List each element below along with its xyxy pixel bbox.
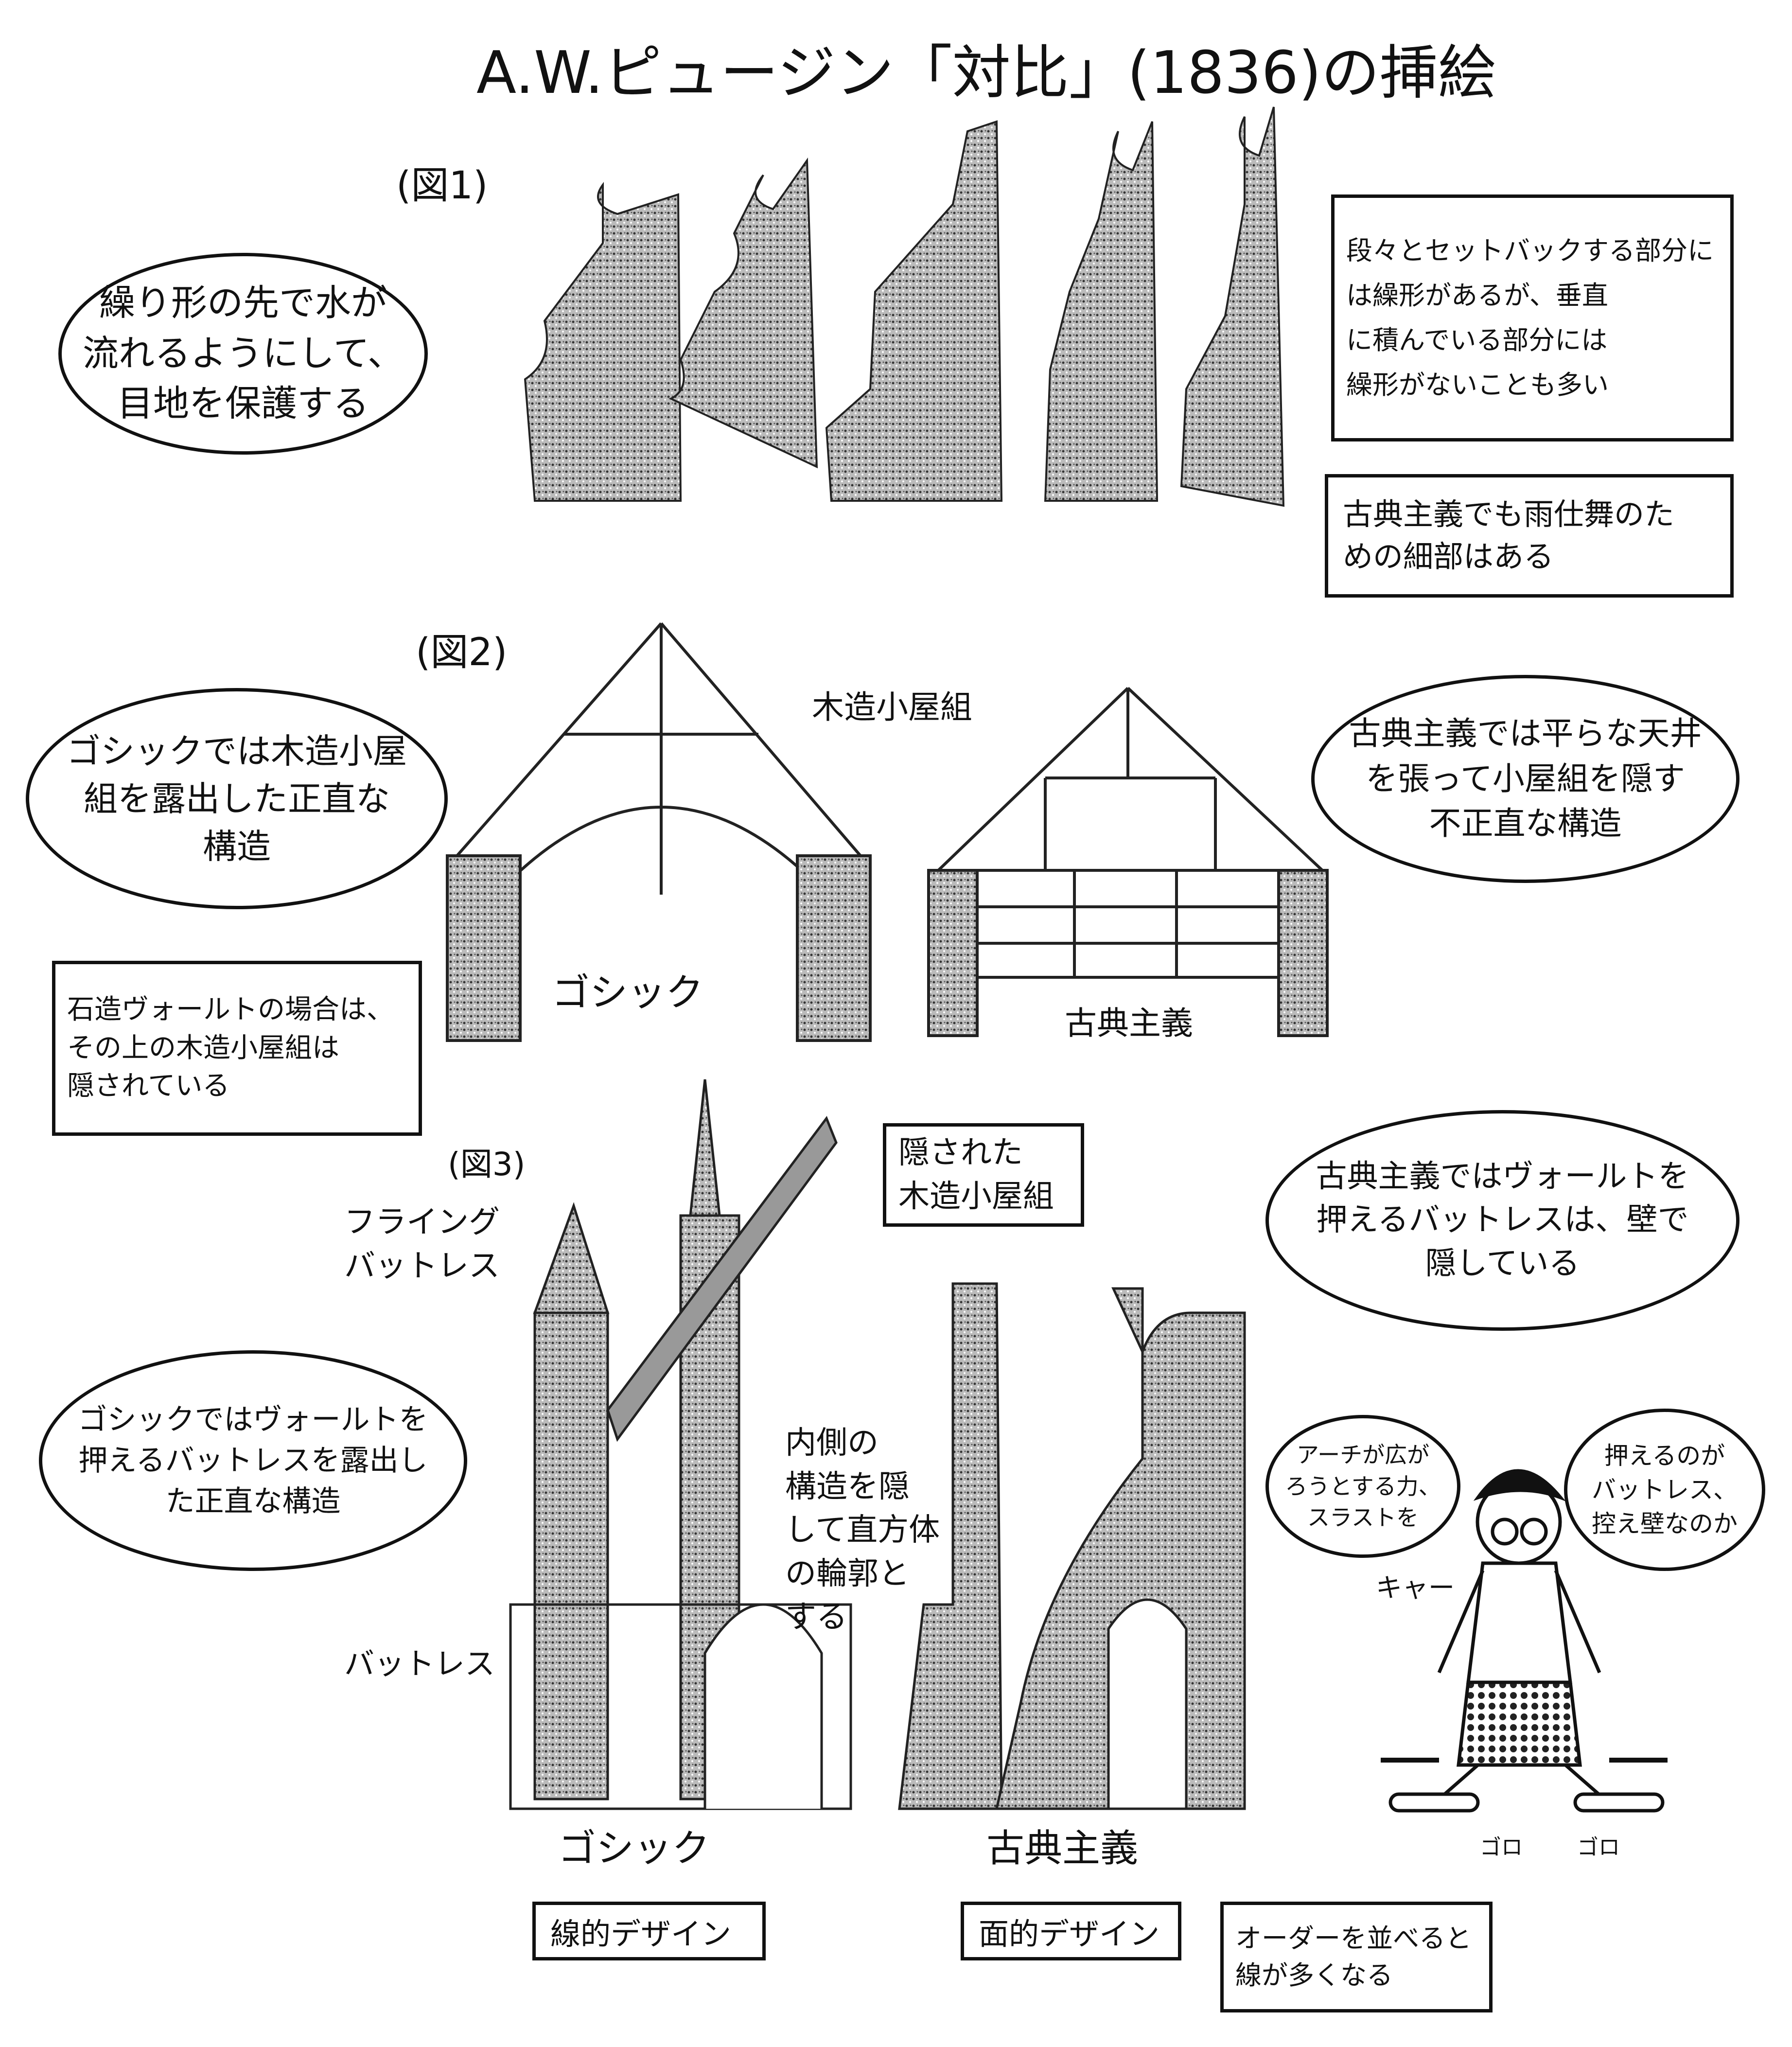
fig1-speech-bubble: 繰り形の先で水が 流れるようにして、 目地を保護する <box>58 253 428 455</box>
label-line: 隠された <box>898 1134 1023 1171</box>
buttress-label: バットレス <box>344 1646 495 1681</box>
flying-buttress-label: フライング バットレス <box>344 1201 500 1288</box>
bubble-line: 構造 <box>203 826 271 866</box>
bubble-line: 繰り形の先で水が <box>99 282 387 324</box>
bubble-line: 古典主義ではヴォールトを <box>1316 1158 1689 1195</box>
bubble-line: ろうとする力、 <box>1285 1473 1441 1500</box>
note-line: に積んでいる部分には <box>1346 325 1608 355</box>
rolling-sound-1: ゴロ <box>1480 1835 1523 1860</box>
note-line: オーダーを並べると <box>1235 1923 1472 1954</box>
box-label: 面的デザイン <box>979 1916 1160 1952</box>
hidden-roof-box: 隠された 木造小屋組 <box>883 1123 1084 1227</box>
bubble-line: ゴシックでは木造小屋 <box>67 731 407 771</box>
note-line: して直方体 <box>785 1512 940 1549</box>
note-line: 構造を隠 <box>785 1468 910 1505</box>
character-bubble-left: アーチが広が ろうとする力、 スラストを <box>1265 1415 1460 1558</box>
roof-truss-label: 木造小屋組 <box>812 688 972 726</box>
bubble-line: 押えるのが <box>1604 1442 1725 1470</box>
linear-design-box: 線的デザイン <box>532 1902 766 1960</box>
note-line: 石造ヴォールトの場合は、 <box>67 994 394 1026</box>
classical-section <box>898 1282 1246 1810</box>
note-line: 古典主義でも雨仕舞のた <box>1343 496 1675 532</box>
classical-roof-truss <box>927 687 1329 1037</box>
fig2-classical-bubble: 古典主義では平らな天井 を張って小屋組を隠す 不正直な構造 <box>1311 675 1739 883</box>
fig3-caption-gothic: ゴシック <box>558 1827 710 1871</box>
gothic-section <box>509 1079 852 1810</box>
note-line: は繰形があるが、垂直 <box>1346 280 1608 311</box>
fig2-gothic-bubble: ゴシックでは木造小屋 組を露出した正直な 構造 <box>26 688 448 909</box>
planar-design-box: 面的デザイン <box>961 1902 1181 1960</box>
bubble-line: 押えるバットレスは、壁で <box>1316 1202 1689 1238</box>
note-line: 線が多くなる <box>1235 1960 1393 1991</box>
bubble-line: 流れるようにして、 <box>82 332 404 374</box>
bubble-line: 目地を保護する <box>117 383 369 425</box>
note-line: 繰形がないことも多い <box>1346 369 1609 400</box>
page-title: A.W.ピュージン「対比」(1836)の挿絵 <box>476 39 1496 107</box>
moulding-profiles <box>524 106 1285 507</box>
fig3-caption-classical: 古典主義 <box>986 1827 1139 1871</box>
note-line: 隠されている <box>67 1070 230 1102</box>
note-line: めの細部はある <box>1343 539 1554 574</box>
box-label: 線的デザイン <box>550 1916 732 1952</box>
bubble-line: ゴシックではヴォールトを <box>78 1403 428 1437</box>
note-line: の輪郭と <box>785 1555 910 1592</box>
note-line: その上の木造小屋組は <box>67 1032 339 1064</box>
rolling-sound-2: ゴロ <box>1577 1835 1620 1860</box>
character-figure <box>1381 1469 1668 1813</box>
scream-text: キャー <box>1376 1572 1455 1603</box>
character-bubble-right: 押えるのが バットレス、 控え壁なのか <box>1564 1409 1765 1571</box>
bubble-line: を張って小屋組を隠す <box>1366 759 1685 797</box>
label-line: フライング <box>344 1204 500 1240</box>
bubble-line: 押えるバットレスを露出し <box>78 1444 428 1478</box>
fig3-gothic-bubble: ゴシックではヴォールトを 押えるバットレスを露出し た正直な構造 <box>39 1350 467 1571</box>
bubble-line: アーチが広が <box>1296 1442 1430 1468</box>
inner-structure-note: 内側の 構造を隠 して直方体 の輪郭と する <box>785 1422 940 1640</box>
fig1-note-setback: 段々とセットバックする部分に は繰形があるが、垂直 に積んでいる部分には 繰形が… <box>1331 194 1734 441</box>
fig2-caption-gothic: ゴシック <box>552 971 704 1015</box>
note-line: 段々とセットバックする部分に <box>1346 235 1714 266</box>
bubble-line: 不正直な構造 <box>1429 805 1622 843</box>
bubble-line: 組を露出した正直な <box>84 778 390 819</box>
bubble-line: た正直な構造 <box>165 1484 341 1518</box>
label-line: 木造小屋組 <box>898 1178 1054 1215</box>
bubble-line: 古典主義では平らな天井 <box>1349 715 1702 753</box>
bubble-line: スラストを <box>1307 1504 1419 1531</box>
bubble-line: 隠している <box>1425 1245 1580 1282</box>
fig3-label: (図3) <box>448 1146 526 1183</box>
note-line: する <box>785 1599 847 1636</box>
fig3-classical-bubble: 古典主義ではヴォールトを 押えるバットレスは、壁で 隠している <box>1265 1110 1739 1331</box>
fig1-label: (図1) <box>396 164 488 208</box>
bubble-line: バットレス、 <box>1592 1476 1738 1504</box>
label-line: バットレス <box>344 1248 500 1284</box>
gothic-roof-truss <box>446 622 872 1042</box>
note-line: 内側の <box>785 1425 878 1461</box>
bubble-line: 控え壁なのか <box>1592 1510 1738 1538</box>
fig2-label: (図2) <box>416 631 508 674</box>
fig1-note-classical: 古典主義でも雨仕舞のた めの細部はある <box>1325 474 1734 598</box>
fig2-caption-classical: 古典主義 <box>1065 1005 1193 1042</box>
vault-note: 石造ヴォールトの場合は、 その上の木造小屋組は 隠されている <box>52 961 422 1136</box>
order-note-box: オーダーを並べると 線が多くなる <box>1220 1902 1493 2012</box>
